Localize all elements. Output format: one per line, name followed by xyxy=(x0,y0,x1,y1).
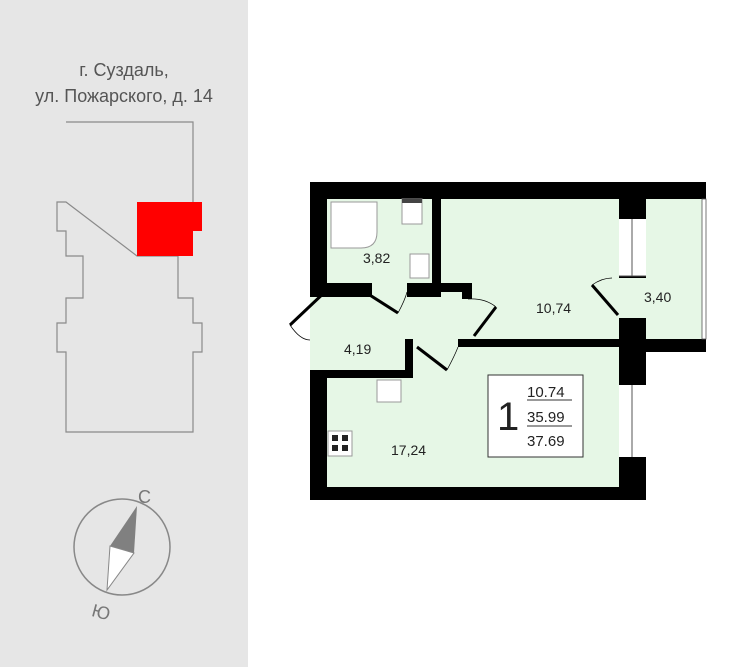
compass-south-label: Ю xyxy=(90,600,113,624)
living-area-label: 10,74 xyxy=(536,300,571,316)
shower-icon xyxy=(330,201,378,249)
balcony-area: 3,40 xyxy=(644,289,671,305)
summary-box xyxy=(487,374,584,458)
bathroom-area: 3,82 xyxy=(363,250,390,266)
summary-total-with-balcony: 37.69 xyxy=(527,433,565,450)
address-line-1: г. Суздаль, xyxy=(79,60,169,80)
summary-total-area: 35.99 xyxy=(527,409,565,426)
compass-icon xyxy=(73,498,171,596)
kitchen-area: 17,24 xyxy=(391,442,426,458)
address-line-2: ул. Пожарского, д. 14 xyxy=(35,86,213,106)
compass-north-label: С xyxy=(138,487,151,507)
hall-area: 4,19 xyxy=(344,341,371,357)
summary-living-area: 10.74 xyxy=(527,384,565,401)
room-living[interactable] xyxy=(441,199,619,339)
room-balcony[interactable] xyxy=(646,199,702,339)
rooms-count: 1 xyxy=(497,395,519,439)
floor-plan xyxy=(288,182,707,500)
building-outline xyxy=(56,121,203,433)
sink-icon xyxy=(409,253,430,279)
stove-icon xyxy=(327,430,353,457)
kitchen-sink-icon xyxy=(376,379,402,403)
apartment-highlight[interactable] xyxy=(137,202,202,256)
